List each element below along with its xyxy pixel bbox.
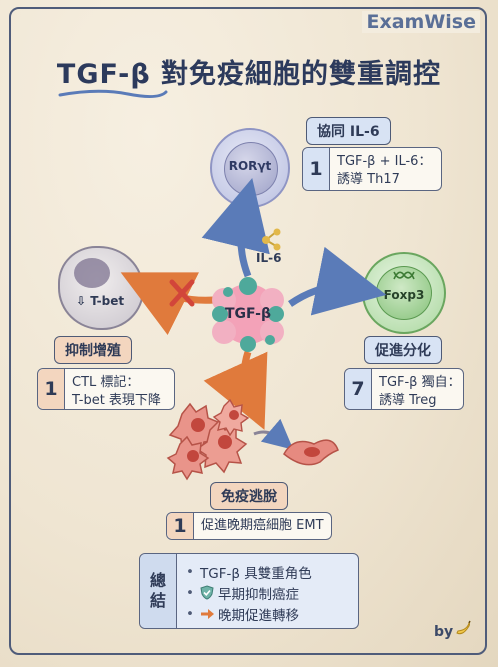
il6-molecule-icon xyxy=(262,228,281,251)
byline-text: by xyxy=(434,624,454,640)
inhibit-info-line2: T-bet 表現下降 xyxy=(72,393,161,408)
arrow-tumor-emt xyxy=(253,418,294,450)
promote-differentiation-label: 促進分化 xyxy=(364,336,442,364)
brand-logo: ExamWise xyxy=(362,11,480,33)
th17-info-line2: 誘導 Th17 xyxy=(337,172,400,187)
dna-icon xyxy=(393,271,415,280)
summary-heading: 總 結 xyxy=(140,554,177,628)
treg-info-line2: 誘導 Treg xyxy=(379,393,437,408)
arrow-to-tbet xyxy=(120,272,215,335)
summary-heading-char1: 總 xyxy=(149,571,166,590)
orange-arrow-icon xyxy=(200,608,218,620)
evasion-info-box: 1 促進晚期癌細胞 EMT xyxy=(166,512,332,540)
summary-item-text: 早期抑制癌症 xyxy=(218,586,299,603)
shield-check-icon xyxy=(200,585,218,600)
treg-info-text: TGF-β 獨自： 誘導 Treg xyxy=(379,374,461,410)
inhibit-info-number: 1 xyxy=(38,369,65,409)
bullet-dot-icon: • xyxy=(186,563,194,580)
tgf-beta-molecule xyxy=(212,277,284,352)
emt-migrating-cell xyxy=(283,439,339,466)
summary-list: • TGF-β 具雙重角色 • 早期抑制癌症 • 晚期促進轉移 xyxy=(186,561,312,624)
immune-evasion-label: 免疫逃脫 xyxy=(210,482,288,510)
tumor-cell-cluster xyxy=(166,398,250,481)
inhibit-info-box: 1 CTL 標記： T-bet 表現下降 xyxy=(37,368,175,410)
th17-info-box: 1 TGF-β + IL-6： 誘導 Th17 xyxy=(302,147,442,191)
banana-icon xyxy=(456,620,471,635)
inhibit-info-text: CTL 標記： T-bet 表現下降 xyxy=(72,374,161,410)
il6-label: IL-6 xyxy=(256,251,282,265)
inhibit-info-line1: CTL 標記： xyxy=(72,375,140,390)
th17-marker-label: RORγt xyxy=(228,159,272,173)
treg-marker-label: Foxp3 xyxy=(383,288,425,302)
bullet-dot-icon: • xyxy=(186,584,194,601)
arrow-to-tumor xyxy=(203,350,268,430)
summary-heading-char2: 結 xyxy=(149,591,166,610)
th17-info-number: 1 xyxy=(303,148,330,190)
evasion-info-text: 促進晚期癌細胞 EMT xyxy=(201,518,324,533)
summary-item-text: 晚期促進轉移 xyxy=(218,607,299,624)
treg-info-number: 7 xyxy=(345,369,372,409)
summary-item: • TGF-β 具雙重角色 xyxy=(186,561,312,582)
tbet-marker-label: ⇩ T-bet xyxy=(76,294,125,308)
tbet-marker-text: T-bet xyxy=(90,294,125,308)
frame-border xyxy=(9,7,487,655)
tbet-nucleus xyxy=(74,258,110,288)
inhibit-proliferation-label: 抑制增殖 xyxy=(54,336,132,364)
title-underline xyxy=(58,89,168,99)
summary-item-text: TGF-β 具雙重角色 xyxy=(200,565,312,582)
evasion-info-number: 1 xyxy=(167,513,194,539)
treg-info-box: 7 TGF-β 獨自： 誘導 Treg xyxy=(344,368,464,410)
summary-item: • 晚期促進轉移 xyxy=(186,603,312,624)
arrow-to-th17 xyxy=(201,177,270,278)
bullet-dot-icon: • xyxy=(186,605,194,622)
th17-info-text: TGF-β + IL-6： 誘導 Th17 xyxy=(337,153,431,189)
block-cross-icon xyxy=(169,279,195,307)
summary-box: 總 結 • TGF-β 具雙重角色 • 早期抑制癌症 • 晚期促進轉移 xyxy=(139,553,359,629)
arrow-to-treg xyxy=(288,246,387,316)
th17-synergy-label: 協同 IL-6 xyxy=(306,117,391,145)
th17-info-line1: TGF-β + IL-6： xyxy=(337,154,432,169)
treg-info-line1: TGF-β 獨自： xyxy=(379,375,461,390)
tgf-beta-center-label: TGF-β xyxy=(224,306,271,322)
summary-item: • 早期抑制癌症 xyxy=(186,582,312,603)
page-title: TGF-β 對免疫細胞的雙重調控 xyxy=(56,59,442,90)
